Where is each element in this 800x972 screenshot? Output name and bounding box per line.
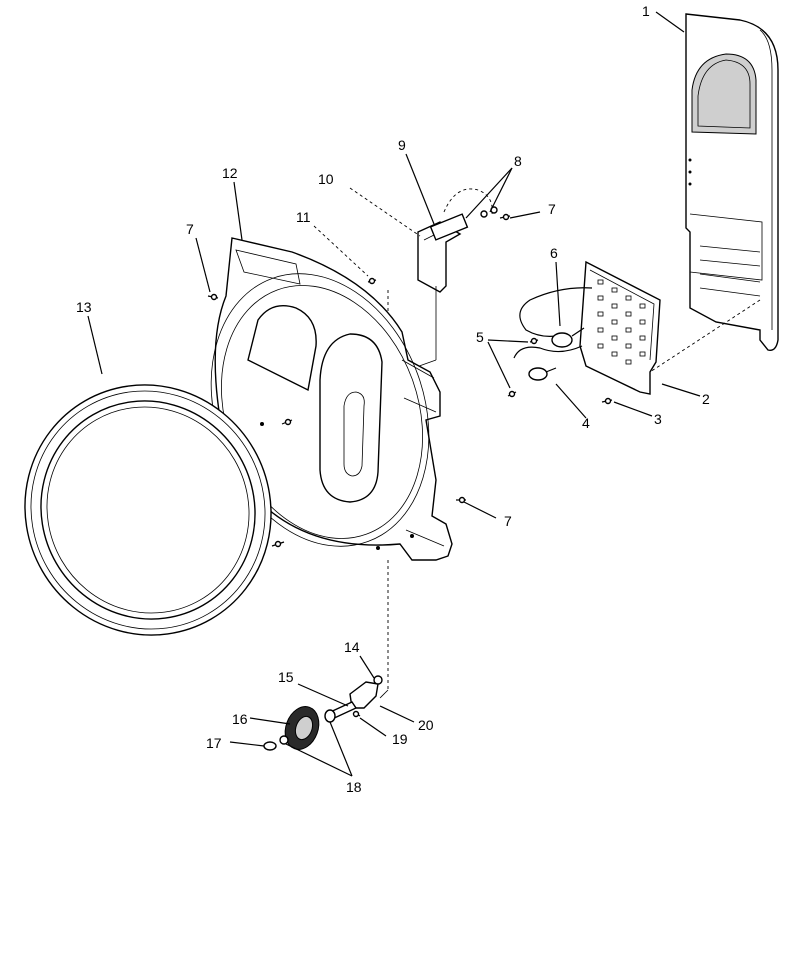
callout-19: 19 <box>392 731 408 747</box>
callout-4: 4 <box>582 415 590 431</box>
part-2-heater-plate <box>579 260 661 395</box>
callout-1: 1 <box>642 3 650 19</box>
callout-9: 9 <box>398 137 406 153</box>
part-1-duct-panel <box>685 13 779 351</box>
callout-15: 15 <box>278 669 294 685</box>
part-12-mount-line-2 <box>379 689 389 699</box>
callout-13: 13 <box>76 299 92 315</box>
callout-10: 10 <box>318 171 334 187</box>
callout-8: 8 <box>514 153 522 169</box>
callout-14: 14 <box>344 639 360 655</box>
callout-20: 20 <box>418 717 434 733</box>
part-1-mount-line <box>649 299 761 373</box>
leader-lines <box>87 11 701 777</box>
callout-6: 6 <box>550 245 558 261</box>
callouts: 1 2 3 4 5 6 7 7 7 8 9 10 11 12 13 14 15 … <box>76 3 710 795</box>
callout-7-top: 7 <box>548 201 556 217</box>
callout-11: 11 <box>296 209 311 225</box>
callout-16: 16 <box>232 711 248 727</box>
part-4-thermostat <box>513 345 583 381</box>
part-6-thermostat-wire <box>519 287 593 348</box>
part-13-door-seal <box>24 384 272 636</box>
part-8-9-terminal-strip <box>429 188 498 241</box>
callout-12: 12 <box>222 165 238 181</box>
callout-3: 3 <box>654 411 662 427</box>
callout-7-left: 7 <box>186 221 194 237</box>
callout-18: 18 <box>346 779 362 795</box>
callout-7-bottom: 7 <box>504 513 512 529</box>
callout-2: 2 <box>702 391 710 407</box>
callout-17: 17 <box>206 735 222 751</box>
part-12-front-bulkhead <box>210 237 453 561</box>
roller-assembly <box>263 675 383 751</box>
callout-5: 5 <box>476 329 484 345</box>
